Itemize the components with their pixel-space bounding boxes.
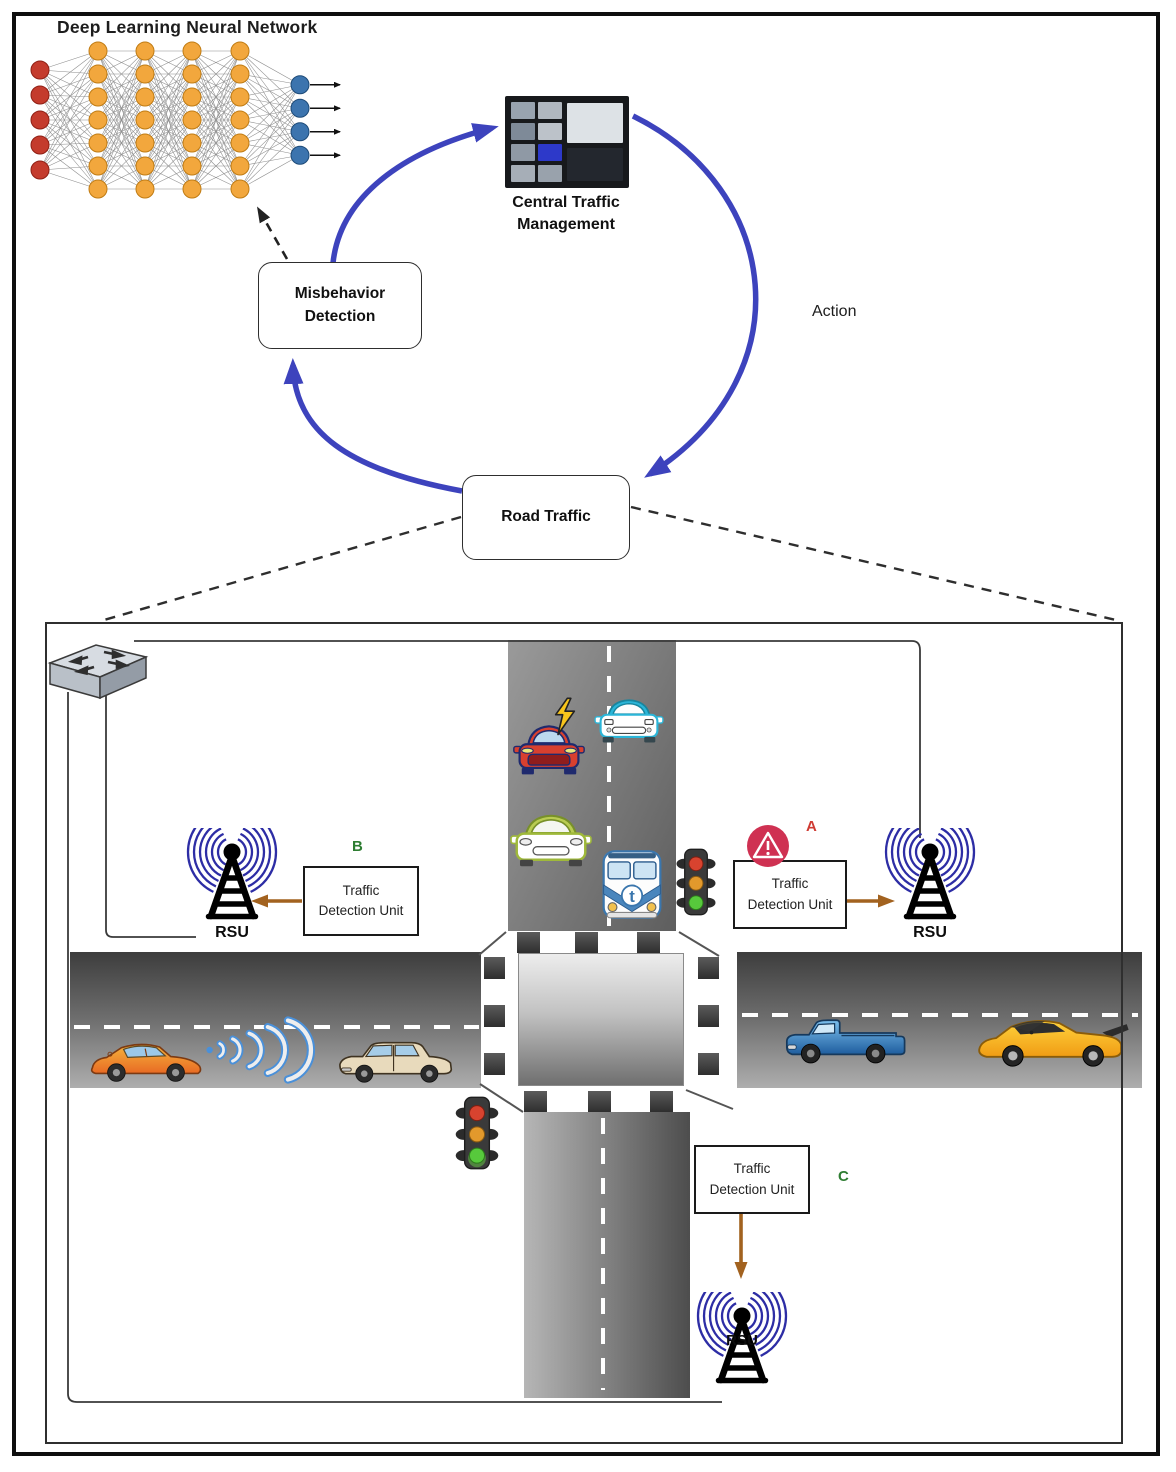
unit-letter-c: C: [838, 1168, 849, 1185]
tdu-c-line2: Detection Unit: [709, 1181, 795, 1197]
tdu-a-line2: Detection Unit: [747, 896, 833, 912]
road-traffic-label: Road Traffic: [501, 508, 591, 526]
road-traffic-box: Road Traffic: [462, 475, 630, 560]
crosswalk-block: [588, 1091, 611, 1112]
rsu-label-c: RSU: [726, 1332, 758, 1349]
green-car-front-icon: [510, 814, 592, 867]
yellow-sports-car-side-icon: [978, 1020, 1129, 1067]
crosswalk-block: [698, 957, 719, 979]
ctm-label-line1: Central Traffic: [512, 194, 620, 211]
cctv-tile: [511, 102, 535, 119]
crosswalk-block: [524, 1091, 547, 1112]
beige-classic-car-side-icon: [339, 1041, 453, 1083]
intersection-center: [518, 953, 684, 1086]
cyan-car-front-icon: [594, 699, 664, 743]
traffic-light-icon-south: [455, 1096, 499, 1170]
crosswalk-block: [637, 932, 660, 953]
crosswalk-block: [575, 932, 598, 953]
rsu-label-a: RSU: [913, 924, 947, 941]
misbehavior-line1: Misbehavior: [294, 285, 386, 303]
cctv-tile: [511, 144, 535, 161]
lane-divider-east: [742, 1013, 1138, 1017]
page-border: [12, 12, 1160, 1456]
cctv-tile: [538, 165, 562, 182]
network-switch-icon: [47, 644, 149, 700]
blue-van-front-icon: t: [602, 850, 662, 919]
cctv-tile: [538, 102, 562, 119]
rsu-antenna-icon-b: [186, 828, 278, 920]
svg-text:t: t: [629, 887, 635, 906]
lane-divider-south: [601, 1118, 605, 1390]
control-room-monitors-image: [505, 96, 629, 188]
rsu-antenna-icon-a: [884, 828, 976, 920]
crosswalk-block: [650, 1091, 673, 1112]
v2v-signal-icon: [206, 1016, 316, 1084]
crosswalk-block: [484, 1005, 505, 1027]
crosswalk-block: [484, 1053, 505, 1075]
rsu-label-b: RSU: [215, 924, 249, 941]
cctv-tile: [511, 123, 535, 140]
unit-letter-a: A: [806, 818, 817, 835]
lightning-bolt-icon: [554, 697, 576, 736]
central-traffic-management-label: Central Traffic Management: [490, 192, 642, 237]
road-south: [524, 1112, 690, 1398]
ctm-label-line2: Management: [517, 216, 615, 234]
road-east: [737, 952, 1142, 1088]
orange-sports-car-side-icon: [90, 1043, 202, 1082]
cctv-tile: [538, 123, 562, 140]
map-screen-tile: [567, 103, 623, 143]
crosswalk-block: [698, 1053, 719, 1075]
traffic-detection-unit-c: Traffic Detection Unit: [694, 1145, 810, 1214]
neural-network-icon: [30, 41, 341, 199]
misbehavior-line2: Detection: [304, 307, 376, 325]
tdu-b-line1: Traffic: [342, 882, 380, 898]
traffic-detection-unit-a: Traffic Detection Unit: [733, 860, 847, 929]
crosswalk-block: [517, 932, 540, 953]
tdu-c-line1: Traffic: [733, 1161, 771, 1177]
cctv-tile: [511, 165, 535, 182]
nn-title: Deep Learning Neural Network: [57, 17, 318, 37]
tdu-b-line2: Detection Unit: [318, 903, 404, 918]
crosswalk-block: [484, 957, 505, 979]
satellite-screen-tile: [567, 148, 623, 181]
crosswalk-block: [698, 1005, 719, 1027]
action-label: Action: [812, 303, 857, 320]
blue-screen-tile: [538, 144, 562, 161]
tdu-a-line1: Traffic: [771, 876, 809, 892]
unit-letter-b: B: [352, 838, 363, 855]
misbehavior-detection-box: Misbehavior Detection: [258, 262, 422, 349]
traffic-light-icon-north: [676, 848, 716, 916]
warning-alert-icon: [747, 825, 789, 867]
blue-pickup-truck-side-icon: [785, 1019, 906, 1064]
traffic-detection-unit-b: Traffic Detection Unit: [303, 866, 419, 936]
